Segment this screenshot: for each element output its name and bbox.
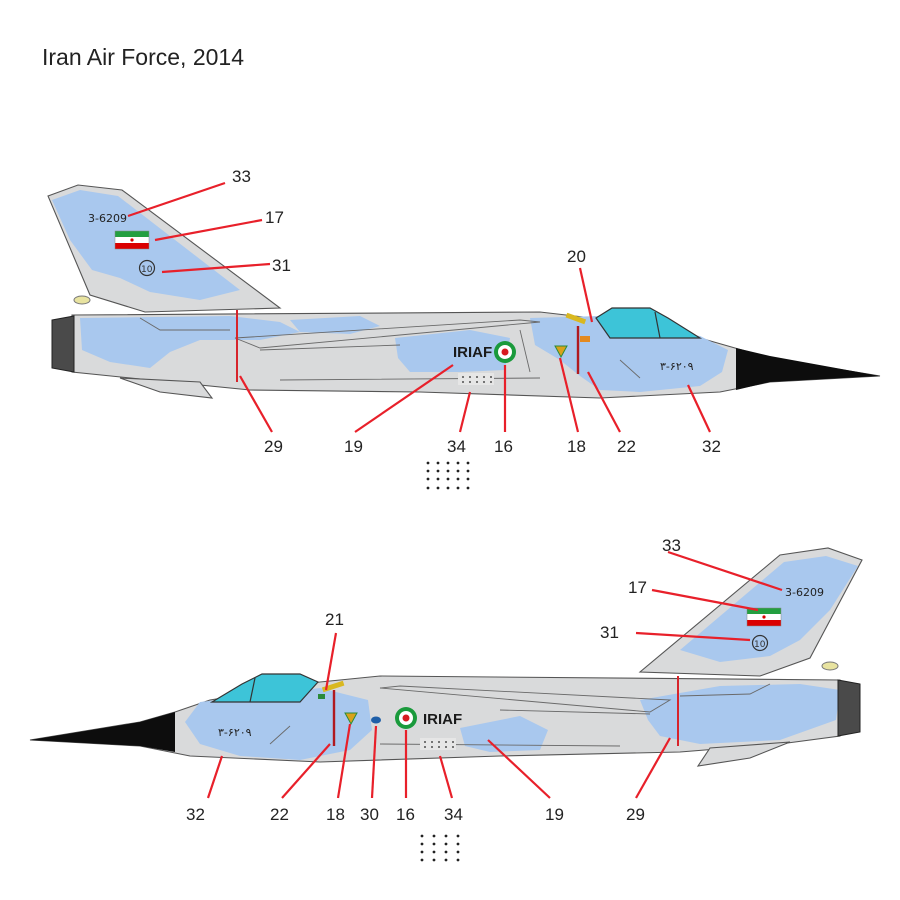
aircraft-right-profile: 3-6209 10 IRIAF ٣-۶٢٠٩ (47, 184, 881, 399)
unit-badge-number: 10 (141, 265, 153, 275)
camo-blotch (80, 316, 300, 368)
callout-33: 33 (232, 167, 251, 186)
warning-triangle-icon (344, 712, 358, 726)
nose-serial: ٣-۶٢٠٩ (660, 360, 694, 373)
callout-19: 19 (344, 437, 363, 456)
nose-cone (736, 348, 880, 390)
blue-oval-marking (371, 716, 381, 724)
nose-cone (30, 712, 175, 752)
callout-21: 21 (325, 610, 344, 629)
page-title: Iran Air Force, 2014 (42, 44, 244, 70)
stencil-sample-bottom (420, 834, 460, 862)
stencil-dots (458, 373, 494, 385)
camo-blotch (395, 330, 510, 372)
bottom-leader-lines (206, 550, 783, 799)
camo-blotch (640, 684, 840, 744)
unit-badge-number: 10 (754, 640, 766, 650)
roundel-icon (395, 707, 417, 729)
callout-17: 17 (628, 578, 647, 597)
unit-badge-icon: 10 (751, 634, 769, 652)
fin-serial: 3-6209 (785, 586, 824, 599)
warning-triangle-icon (554, 345, 568, 359)
camo-blotch (185, 688, 372, 760)
roundel-icon (494, 341, 516, 363)
nose-serial: ٣-۶٢٠٩ (218, 726, 252, 739)
exhaust-nozzle (837, 679, 861, 737)
callout-29: 29 (264, 437, 283, 456)
iran-flag-icon (746, 607, 782, 627)
callout-18: 18 (326, 805, 345, 824)
ventral-fin (119, 377, 214, 399)
callout-29: 29 (626, 805, 645, 824)
unit-badge-icon: 10 (138, 259, 156, 277)
wing-outline (379, 685, 672, 713)
canopy (595, 307, 703, 339)
stencil-sample-top (426, 461, 470, 490)
wing-outline (234, 319, 541, 349)
callout-34: 34 (447, 437, 466, 456)
camo-blotch (290, 316, 380, 334)
exhaust-nozzle (51, 315, 75, 373)
callout-32: 32 (186, 805, 205, 824)
fin-serial: 3-6209 (88, 212, 127, 225)
callout-20: 20 (567, 247, 586, 266)
iriaf-marking: IRIAF (423, 711, 462, 728)
callout-17: 17 (265, 208, 284, 227)
callout-31: 31 (600, 623, 619, 642)
ventral-fin (696, 741, 791, 767)
aircraft-left-profile: 3-6209 10 IRIAF ٣-۶٢٠٩ (29, 547, 863, 767)
callout-22: 22 (270, 805, 289, 824)
callout-32: 32 (702, 437, 721, 456)
callout-34: 34 (444, 805, 463, 824)
callout-19: 19 (545, 805, 564, 824)
iran-flag-icon (114, 230, 150, 250)
camo-blotch (460, 716, 548, 752)
stencil-dots (420, 738, 456, 750)
canopy (209, 673, 319, 703)
callout-33: 33 (662, 536, 681, 555)
top-leader-lines (127, 181, 711, 433)
callout-16: 16 (396, 805, 415, 824)
callout-22: 22 (617, 437, 636, 456)
callout-18: 18 (567, 437, 586, 456)
callout-16: 16 (494, 437, 513, 456)
callout-30: 30 (360, 805, 379, 824)
iriaf-marking: IRIAF (453, 344, 492, 361)
callout-31: 31 (272, 256, 291, 275)
